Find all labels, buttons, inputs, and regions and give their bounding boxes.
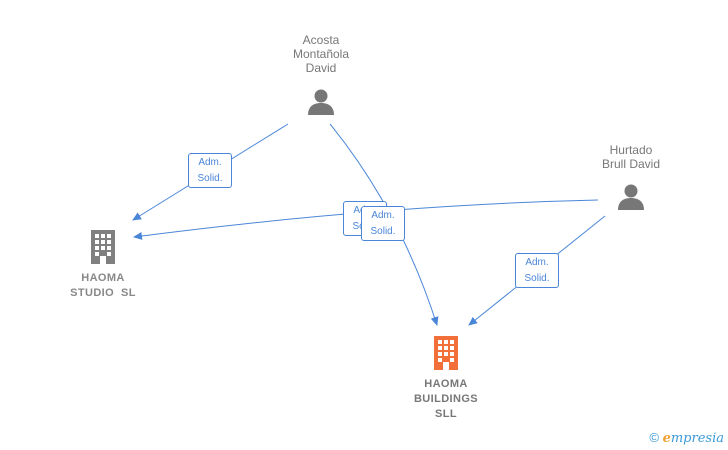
- person-name-line: Brull David: [601, 157, 661, 171]
- company-name-line: STUDIO SL: [70, 287, 136, 299]
- building-icon: [91, 230, 115, 264]
- edge-role: Adm.: [525, 257, 549, 268]
- edge-role: Adm.: [198, 157, 222, 168]
- edge-label-hurtado-buildings[interactable]: Adm. Solid.: [515, 253, 559, 288]
- edge-role-type: Solid.: [197, 173, 223, 184]
- edge-role-type: Solid.: [370, 226, 396, 237]
- copyright-icon: ©: [649, 430, 659, 445]
- edge-role-type: Solid.: [524, 273, 550, 284]
- building-icon: [434, 336, 458, 370]
- person-name-line: David: [305, 61, 337, 75]
- company-name-line: HAOMA: [424, 378, 468, 390]
- edge-label-acosta-buildings[interactable]: Adm. Solid.: [361, 206, 405, 241]
- company-node-haoma-studio[interactable]: HAOMA STUDIO SL: [58, 228, 148, 301]
- company-name-line: BUILDINGS: [413, 393, 479, 405]
- brand-footer[interactable]: © empresia: [649, 430, 724, 446]
- person-icon: [618, 184, 644, 210]
- edge-label-acosta-studio[interactable]: Adm. Solid.: [188, 153, 232, 188]
- person-name-line: Acosta: [302, 33, 340, 47]
- brand-logo: empresia: [662, 431, 724, 446]
- person-node-hurtado[interactable]: Hurtado Brull David: [586, 143, 676, 217]
- edge-role: Adm.: [371, 210, 395, 221]
- company-node-haoma-buildings[interactable]: HAOMA BUILDINGS SLL: [401, 334, 491, 422]
- company-name-line: SLL: [435, 408, 457, 420]
- person-name-line: Hurtado: [609, 143, 653, 157]
- person-node-acosta[interactable]: Acosta Montañola David: [276, 33, 366, 122]
- company-name-line: HAOMA: [81, 272, 125, 284]
- person-name-line: Montañola: [292, 47, 350, 61]
- person-icon: [308, 89, 334, 115]
